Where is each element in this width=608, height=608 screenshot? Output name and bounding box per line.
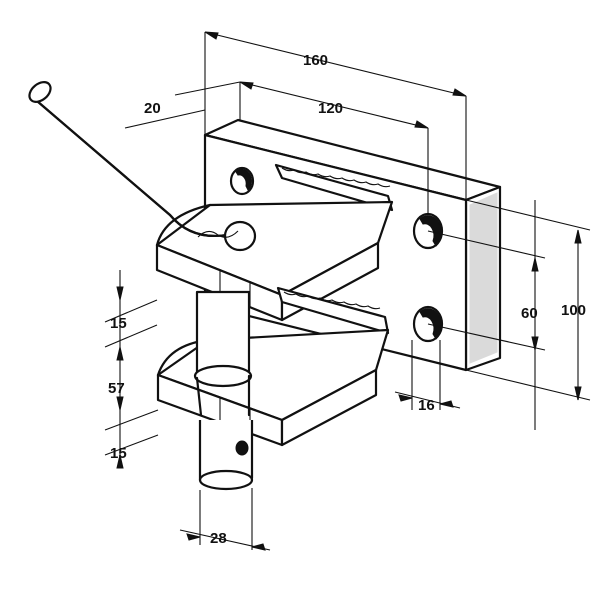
dim-120-label: 120: [318, 100, 343, 117]
plate-hole-top-left: [229, 166, 255, 196]
lower-lug: [156, 286, 390, 447]
dim-15-bottom-label: 15: [110, 445, 127, 462]
dim-16-label: 16: [418, 397, 435, 414]
dim-60-label: 60: [521, 305, 538, 322]
dimension-lines: [104, 31, 591, 551]
upper-lug: [155, 163, 394, 322]
pin-handle: [28, 81, 257, 252]
dim-28-label: 28: [210, 530, 227, 547]
dim-20-label: 20: [144, 100, 161, 117]
dim-57-label: 57: [108, 380, 125, 397]
dim-160-label: 160: [303, 52, 328, 69]
dim-100-label: 100: [561, 302, 586, 319]
hitch-pin: [193, 290, 254, 491]
dimension-labels: 160 120 20 60 100 16 15 57 15 28: [108, 52, 586, 547]
dim-15-top-label: 15: [110, 315, 127, 332]
